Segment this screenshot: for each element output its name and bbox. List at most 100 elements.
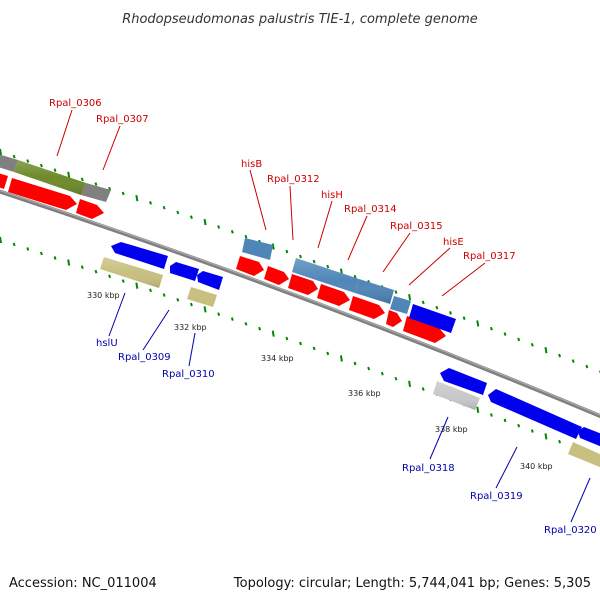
gc-dot — [476, 406, 480, 413]
gc-dot — [544, 433, 548, 440]
gene-arrow-0319 — [488, 389, 582, 439]
gc-dot — [408, 294, 412, 301]
leader-line — [570, 477, 591, 523]
tick-label: 334 kbp — [261, 354, 294, 363]
leader-line — [441, 262, 486, 297]
gc-dot — [26, 159, 30, 163]
gene-arrow — [197, 271, 223, 290]
gene-label[interactable]: Rpal_0307 — [96, 114, 149, 125]
gc-dot — [176, 210, 180, 215]
gc-dot — [0, 236, 2, 244]
gc-dot — [517, 337, 521, 342]
gc-dot — [39, 163, 43, 168]
gc-dot — [53, 256, 57, 260]
gc-dot-rings — [0, 148, 600, 460]
gc-dot — [258, 326, 262, 331]
feature-bar-khaki-0320 — [568, 442, 600, 468]
gene-label[interactable]: Rpal_0319 — [470, 491, 523, 502]
gc-dot — [408, 380, 412, 388]
gc-dot — [285, 249, 289, 254]
gc-dot — [558, 439, 562, 444]
gc-dot — [94, 269, 98, 274]
cds-arrow — [236, 256, 264, 276]
gc-dot — [217, 312, 221, 316]
gc-dot — [326, 264, 330, 269]
gc-dot — [26, 247, 30, 251]
genome-backbone-highlight — [0, 190, 600, 416]
gene-label[interactable]: Rpal_0312 — [267, 174, 320, 185]
gene-label[interactable]: Rpal_0306 — [49, 98, 102, 109]
gc-dot — [571, 359, 575, 363]
gc-dot — [489, 326, 493, 331]
gene-label[interactable]: hisH — [321, 190, 343, 201]
gc-dot — [435, 305, 439, 310]
gc-dot — [271, 330, 275, 337]
gene-arrow-0317 — [409, 304, 456, 333]
tick-label: 332 kbp — [174, 323, 207, 332]
cds-arrow — [403, 316, 446, 343]
cds-arrow — [76, 199, 104, 219]
leader-line — [382, 232, 411, 273]
gc-dot — [367, 366, 371, 371]
gc-dot — [94, 182, 98, 186]
gc-dot — [558, 353, 562, 358]
gene-label[interactable]: hslU — [96, 338, 118, 349]
gc-dot — [503, 332, 507, 336]
gene-label[interactable]: Rpal_0318 — [402, 463, 455, 474]
gc-dot — [203, 306, 207, 313]
bar-shading — [14, 160, 480, 410]
cds-arrow — [0, 173, 8, 189]
tick-label: 338 kbp — [435, 425, 468, 434]
gene-label[interactable]: Rpal_0310 — [162, 369, 215, 380]
feature-bar-gray-0307 — [81, 183, 111, 202]
leader-line — [289, 185, 294, 241]
gene-arrows — [111, 242, 600, 447]
gc-dot — [394, 290, 398, 294]
shade-overlay — [14, 160, 86, 195]
genome-stats-text: Topology: circular; Length: 5,744,041 bp… — [233, 576, 591, 591]
gene-label[interactable]: hisE — [443, 237, 464, 248]
gc-dot — [244, 234, 248, 239]
gc-dot — [421, 387, 425, 391]
cds-arrow — [288, 274, 318, 295]
gc-dot — [12, 242, 16, 247]
gene-label[interactable]: Rpal_0320 — [544, 525, 597, 536]
gc-dot — [517, 423, 521, 428]
gc-dot — [421, 300, 425, 305]
gene-label[interactable]: Rpal_0314 — [344, 204, 397, 215]
leader-line — [56, 109, 73, 157]
gene-label[interactable]: Rpal_0315 — [390, 221, 443, 232]
gc-dot — [67, 259, 71, 266]
leader-line — [249, 169, 267, 231]
gene-label[interactable]: Rpal_0309 — [118, 352, 171, 363]
leader-line — [142, 309, 170, 351]
gene-label[interactable]: Rpal_0317 — [463, 251, 516, 262]
leader-line — [429, 416, 449, 460]
gc-dot — [299, 254, 302, 259]
leader-line — [102, 125, 121, 171]
leader-line — [408, 247, 451, 286]
leader-line — [495, 446, 518, 489]
tick-label: 330 kbp — [87, 291, 120, 300]
leader-line — [188, 332, 196, 367]
genome-title: Rhodopseudomonas palustris TIE-1, comple… — [122, 12, 478, 27]
gc-dot — [0, 148, 2, 156]
feature-labels-top: Rpal_0306 Rpal_0307 hisB Rpal_0312 hisH … — [49, 98, 516, 262]
gene-label[interactable]: hisB — [241, 159, 262, 170]
gc-dot — [135, 194, 139, 202]
cds-arrow — [8, 178, 77, 210]
tick-label: 340 kbp — [520, 462, 553, 471]
gc-dot — [503, 418, 507, 423]
gc-dot — [149, 288, 152, 293]
leader-lines — [56, 109, 591, 523]
tick-label: 336 kbp — [348, 389, 381, 398]
leader-line — [347, 215, 368, 261]
gc-dot — [312, 346, 316, 351]
gc-dot — [162, 293, 166, 297]
gc-dot — [80, 177, 84, 182]
cds-arrow — [349, 296, 385, 319]
shade-overlay — [433, 381, 480, 410]
gc-dot — [176, 298, 180, 302]
gc-dot — [217, 225, 221, 229]
